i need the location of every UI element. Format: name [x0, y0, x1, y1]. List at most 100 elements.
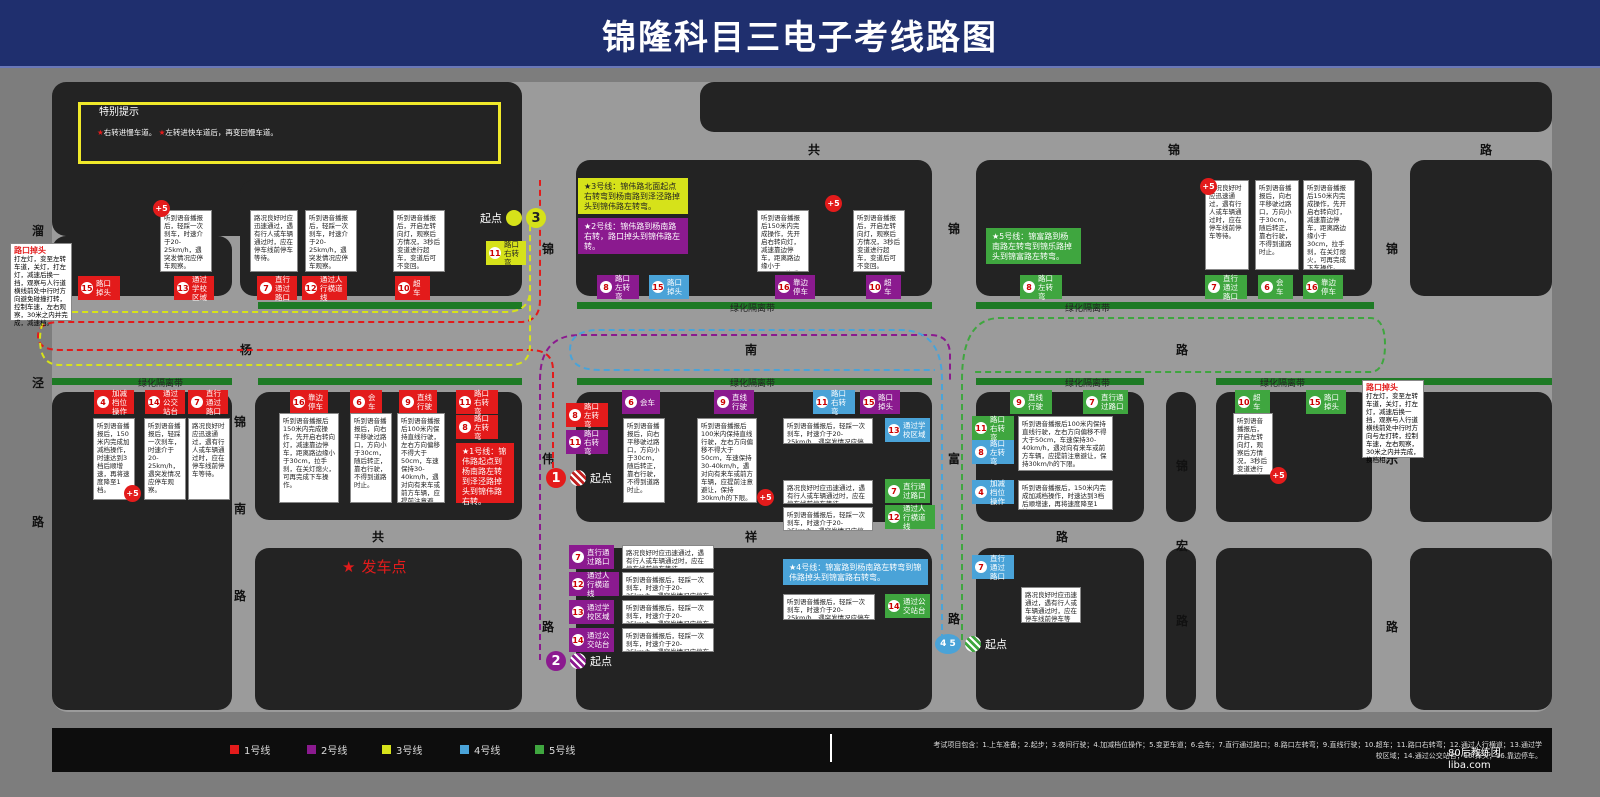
legend-label: 3号线	[396, 746, 423, 757]
exam-items-text: 考试项目包含：1.上车准备；2.起步；3.夜间行驶；4.加减档位操作；5.变更车…	[933, 741, 1542, 760]
instruction-note: 路况良好时应迅速通过，遇有行人或车辆通过时，应在停车线前停车等待。	[622, 545, 714, 569]
penalty-badge: +5	[757, 489, 774, 506]
instruction-note: 听到语音播报后100米内保持直线行驶，左右方向偏移不得大于50cm，车速保持30…	[397, 413, 445, 503]
sign-number: 7	[1208, 281, 1220, 293]
road-name: 锦	[234, 415, 247, 429]
uturn-note-right: 路口掉头 打左灯，变至左转车道，关灯，打左灯，减速后换一挡，观察与人行道横线前处…	[1362, 380, 1424, 464]
tips-title: 特别提示	[99, 107, 139, 118]
city-block	[1410, 392, 1552, 522]
sign-number: 10	[398, 282, 410, 294]
sign-label: 超车	[413, 279, 421, 297]
page-title: 锦隆科目三电子考线路图	[602, 18, 998, 58]
road-name: 路	[234, 589, 247, 603]
sign-number: 14	[148, 396, 160, 408]
penalty-badge: +5	[1200, 178, 1217, 195]
road-name: 锦	[1168, 143, 1181, 157]
legend-label: 2号线	[321, 746, 348, 757]
line5-info: ★5号线：锦富路到杨南路左转弯到锦乐路掉头到锦富路左转弯。	[986, 228, 1081, 264]
sign-label: 路口掉头	[96, 279, 111, 297]
tips-text-1: 右转进慢车道。	[103, 128, 157, 137]
sign-number: 7	[888, 485, 900, 497]
sign-label: 路口左转弯	[584, 401, 599, 429]
special-tips: 特别提示 ★右转进慢车道。 ★左转进快车道后，再变回慢车道。	[78, 102, 501, 164]
sign-label: 路口右转弯	[504, 239, 519, 267]
median-strip	[258, 302, 522, 309]
start-point-3: 起点 3	[480, 208, 546, 228]
median-strip	[976, 378, 1144, 385]
city-block	[1166, 548, 1196, 710]
sign-label: 直行通过路口	[275, 274, 290, 302]
instruction-note: 听到语音播报后，轻踩一次刹车，时速介于20-25km/h，遇突发情况应停车观察。	[144, 418, 186, 500]
legend-swatch	[535, 745, 544, 754]
sign-label: 通过公交站台	[163, 388, 178, 416]
road-name: 共	[808, 143, 821, 157]
watermark-line2: liba.com	[1448, 760, 1491, 771]
instruction-note: 听到语音播报后，轻踩一次刹车，时速介于20-25km/h，遇突发情况应停车观察。	[783, 507, 873, 531]
start-point-1: 1 起点	[546, 468, 612, 488]
sign-number: 6	[353, 396, 365, 408]
sign-number: 11	[975, 422, 987, 434]
road-name: 锦	[948, 222, 961, 236]
sign-number: 8	[600, 281, 612, 293]
start-label: 起点	[480, 212, 502, 225]
instruction-note: 路况良好时应迅速通过，遇有行人或车辆通过时，应在停车线前停车等待。	[1205, 180, 1249, 270]
penalty-badge: +5	[1270, 467, 1287, 484]
median-label: 绿化隔离带	[1260, 379, 1306, 389]
start-number: 4 5	[935, 634, 961, 654]
instruction-note: 路况良好时应迅速通过，遇有行人或车辆通过时，应在停车线前停车等待。	[250, 210, 298, 272]
sign-number: 7	[975, 561, 987, 573]
sign-label: 加减档位操作	[990, 478, 1005, 506]
instruction-note: 路况良好时应迅速通过，遇有行人或车辆通过时，应在停车线前停车等待。	[1021, 587, 1081, 623]
instruction-note: 听到语音播报后150米内完成操作，先开启右转向灯，减速靠边停车，距离路边缘小于3…	[1303, 180, 1355, 270]
penalty-badge: +5	[825, 195, 842, 212]
sign-label: 直行通过路口	[1101, 393, 1124, 411]
instruction-note: 听到语音播报后150米内完成操作，先开启右转向灯，减速靠边停车，距离路边缘小于3…	[757, 210, 809, 272]
road-name: 南	[234, 502, 247, 516]
instruction-note: 听到语音播报后，150米内完成加减档操作，时速达到3档后顺增速，再将速度降至1档…	[1018, 480, 1113, 510]
hatch-icon	[570, 470, 586, 486]
sign-label: 超车	[884, 278, 892, 296]
uturn-text: 打左灯，变至左转车道，关灯，打左灯，减速后换一挡，观察与人行道横线前处中行时方向…	[1366, 392, 1420, 464]
line2-info: ★2号线：锦伟路到杨南路右转，路口掉头到锦伟路左转。	[578, 218, 688, 254]
departure-point: ★ 发车点	[342, 556, 406, 577]
legend-swatch	[460, 745, 469, 754]
instruction-note: 听到语音播报后100米内保持直线行驶，左右方向偏移不得大于50cm，车速保持30…	[1018, 416, 1113, 471]
median-label: 绿化隔离带	[730, 379, 776, 389]
sign-label: 直线行驶	[732, 393, 747, 411]
start-point-2: 2 起点	[546, 651, 612, 671]
sign-number: 16	[1306, 281, 1318, 293]
sign-number: 7	[572, 551, 584, 563]
line4-info: ★4号线：锦富路到杨南路左转弯到锦伟路掉头到锦富路右转弯。	[783, 559, 928, 585]
instruction-note: 路况良好时应迅速通过，遇有行人或车辆通过时，应在停车线前停车等待。	[188, 418, 230, 500]
city-block	[255, 548, 522, 710]
sign-number: 7	[1086, 396, 1098, 408]
instruction-note: 听到语音播报后，轻踩一次刹车，时速介于20-25km/h，遇突发情况应停车观察。	[622, 628, 714, 652]
median-label: 绿化隔离带	[1065, 304, 1111, 314]
sign-label: 直线行驶	[1028, 393, 1043, 411]
sign-number: 6	[1261, 281, 1273, 293]
sign-label: 超车	[1253, 393, 1261, 411]
city-block	[1216, 548, 1372, 710]
legend-swatch	[307, 745, 316, 754]
sign-number: 16	[778, 281, 790, 293]
sign-number: 4	[975, 486, 987, 498]
instruction-note: 听到语音播报后，开启左转向灯，观察后方情况，3秒后变道进行超车，变道后可不变回。	[853, 210, 905, 272]
start-label: 起点	[985, 638, 1007, 651]
sign-label: 路口掉头	[878, 393, 893, 411]
